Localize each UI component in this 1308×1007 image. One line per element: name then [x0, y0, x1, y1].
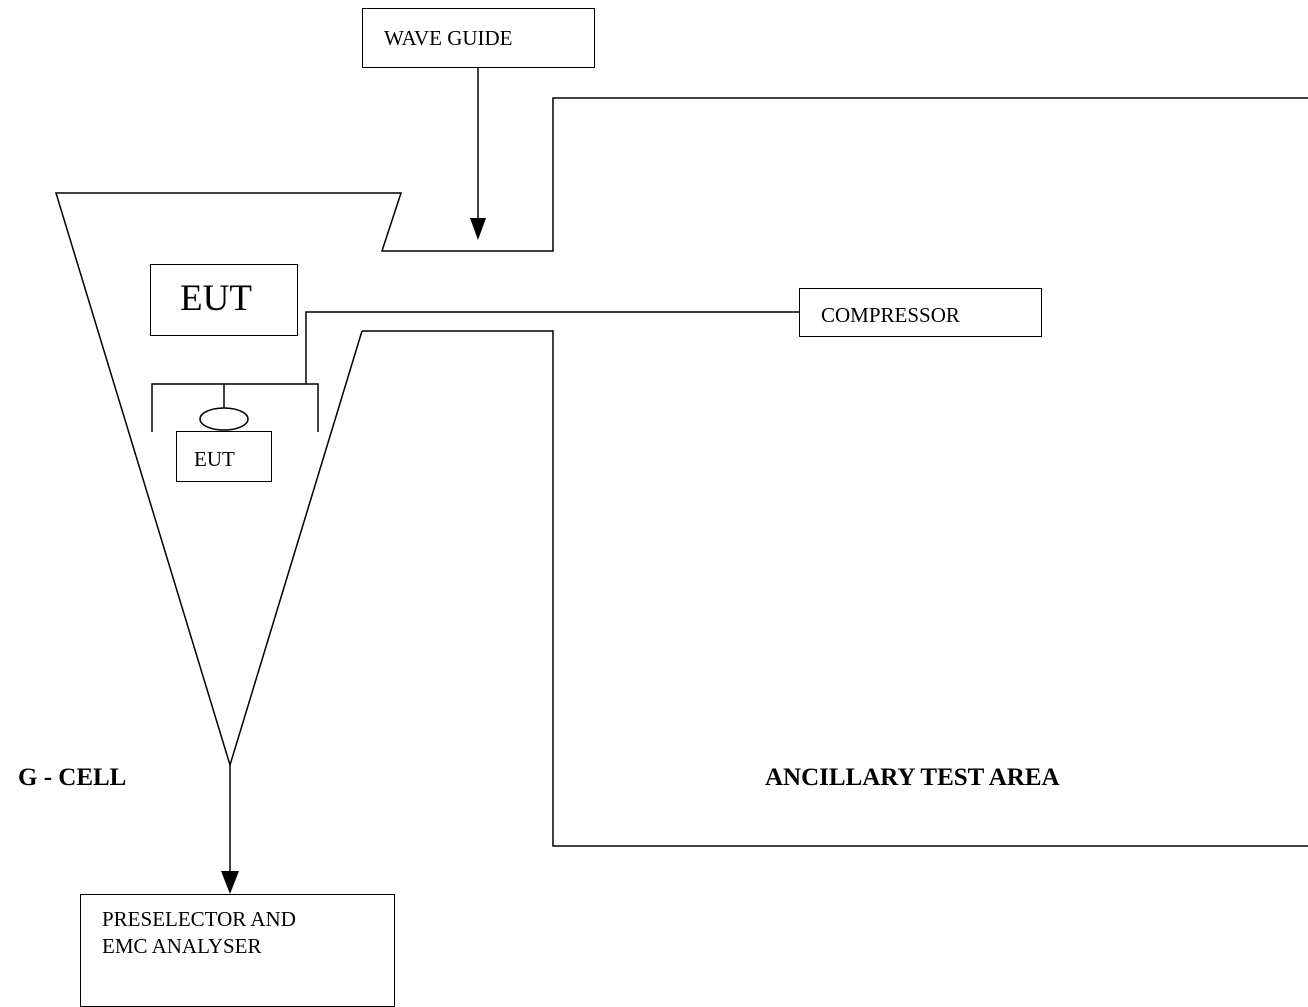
eut-large-label: EUT [180, 278, 252, 319]
g-cell-outline-lower [362, 330, 1308, 847]
eut-small-label: EUT [194, 447, 235, 471]
eut-block-small: EUT [176, 431, 272, 482]
preselector-block: PRESELECTOR AND EMC ANALYSER [80, 894, 395, 1007]
compressor-block: COMPRESSOR [799, 288, 1042, 337]
g-cell-label: G - CELL [18, 764, 127, 791]
wave-guide-label: WAVE GUIDE [384, 26, 513, 50]
preselector-label: PRESELECTOR AND EMC ANALYSER [102, 907, 296, 958]
compressor-label: COMPRESSOR [821, 303, 960, 327]
eut-support-bracket [151, 383, 319, 432]
wave-guide-arrowhead [470, 218, 486, 240]
g-cell-outline [54, 97, 1308, 768]
compressor-line [305, 311, 799, 384]
wave-guide-block: WAVE GUIDE [362, 8, 595, 68]
ancillary-test-area-label: ANCILLARY TEST AREA [765, 764, 1060, 791]
eut-block-large: EUT [150, 264, 298, 336]
eut-support-ellipse [199, 407, 249, 431]
output-arrowhead [221, 871, 239, 894]
